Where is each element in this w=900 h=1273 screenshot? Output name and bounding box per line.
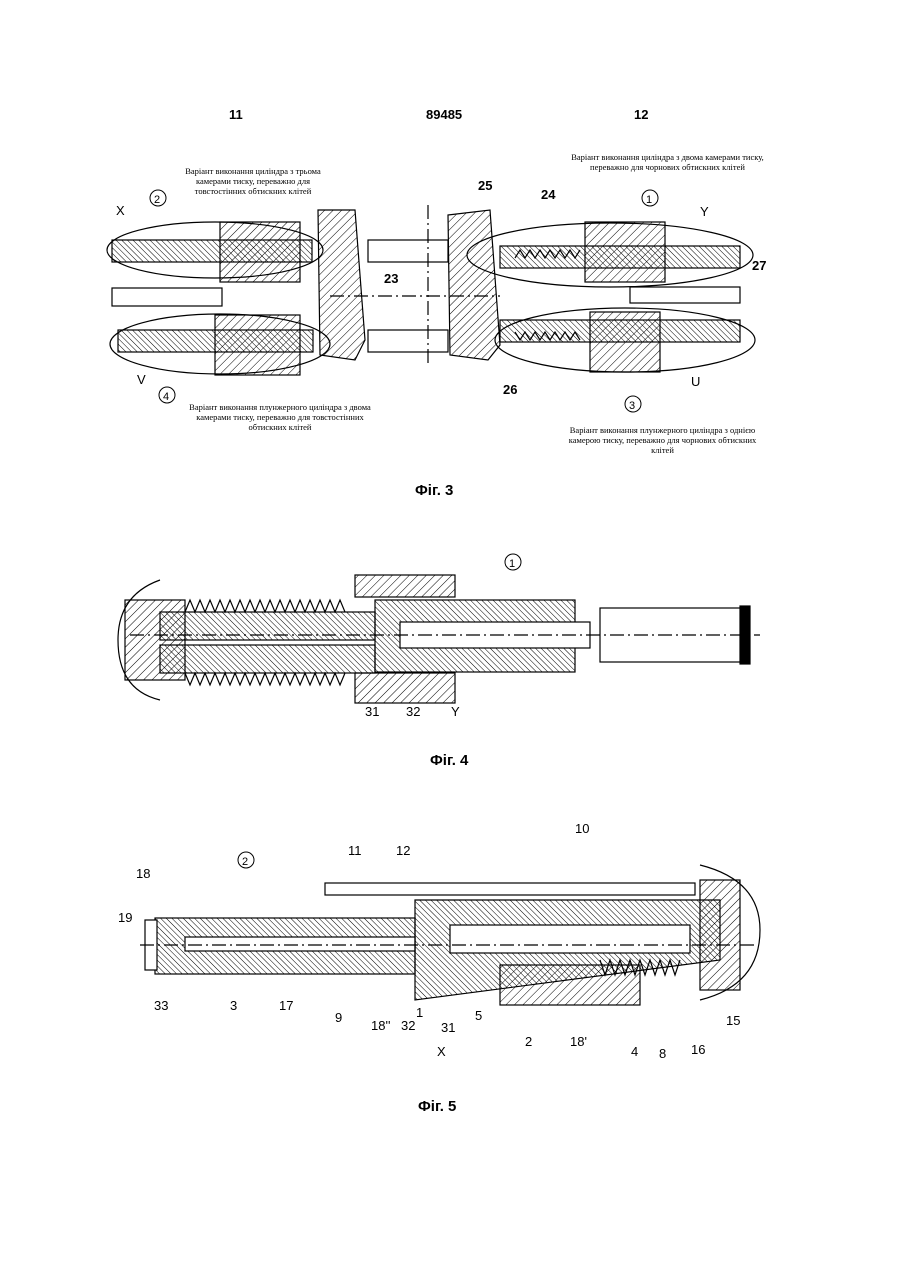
- fig5-label-18: 18: [136, 866, 150, 881]
- fig4-caption: Фіг. 4: [430, 752, 468, 769]
- fig3-label-u: U: [691, 374, 700, 389]
- fig5-label-16: 16: [691, 1042, 705, 1057]
- fig5-label-18p: 18': [570, 1034, 587, 1049]
- fig4-label-32: 32: [406, 704, 420, 719]
- fig4-assembly: [118, 575, 760, 703]
- fig5-label-8: 8: [659, 1046, 666, 1061]
- fig5-label-17: 17: [279, 998, 293, 1013]
- fig3-note-top-left: Варіант виконання циліндра з трьома каме…: [178, 166, 328, 196]
- fig3-note-bottom-right: Варіант виконання плунжерного циліндра з…: [565, 425, 760, 455]
- fig5-label-x: X: [437, 1044, 446, 1059]
- fig3-label-26: 26: [503, 382, 517, 397]
- fig3-label-3: 3: [629, 400, 635, 412]
- fig3-label-v: V: [137, 372, 146, 387]
- fig3-label-2: 2: [154, 194, 160, 206]
- fig3-caption: Фіг. 3: [415, 482, 453, 499]
- fig5-label-1: 1: [416, 1005, 423, 1020]
- fig3-assembly: [107, 205, 755, 375]
- fig5-label-32: 32: [401, 1018, 415, 1033]
- fig5-label-4: 4: [631, 1044, 638, 1059]
- fig3-label-x: X: [116, 203, 125, 218]
- fig5-label-31: 31: [441, 1020, 455, 1035]
- fig5-label-5: 5: [475, 1008, 482, 1023]
- fig3-label-1: 1: [646, 194, 652, 206]
- fig5-label-18pp: 18'': [371, 1018, 390, 1033]
- fig5-label-33: 33: [154, 998, 168, 1013]
- fig5-label-19: 19: [118, 910, 132, 925]
- fig5-label-3: 3: [230, 998, 237, 1013]
- fig5-label-15: 15: [726, 1013, 740, 1028]
- fig3-label-4: 4: [163, 391, 169, 403]
- fig5-assembly: [140, 865, 760, 1005]
- fig5-label-9: 9: [335, 1010, 342, 1025]
- fig3-note-top-right: Варіант виконання циліндра з двома камер…: [570, 152, 765, 172]
- fig3-label-24: 24: [541, 187, 556, 202]
- fig3-note-bottom-left: Варіант виконання плунжерного циліндра з…: [185, 402, 375, 432]
- fig5-label-2: 2: [525, 1034, 532, 1049]
- fig5-label-12: 12: [396, 843, 410, 858]
- fig3-label-25: 25: [478, 178, 492, 193]
- fig4-label-y: Y: [451, 704, 460, 719]
- fig4-label-31: 31: [365, 704, 379, 719]
- fig3-label-23: 23: [384, 271, 398, 286]
- fig4-label-1: 1: [509, 558, 515, 570]
- fig3-label-y: Y: [700, 204, 709, 219]
- fig5-label-10: 10: [575, 821, 589, 836]
- fig3-label-27: 27: [752, 258, 766, 273]
- fig5-label-11: 11: [348, 843, 362, 858]
- fig5-caption: Фіг. 5: [418, 1098, 456, 1115]
- fig5-label-2-circled: 2: [242, 856, 248, 868]
